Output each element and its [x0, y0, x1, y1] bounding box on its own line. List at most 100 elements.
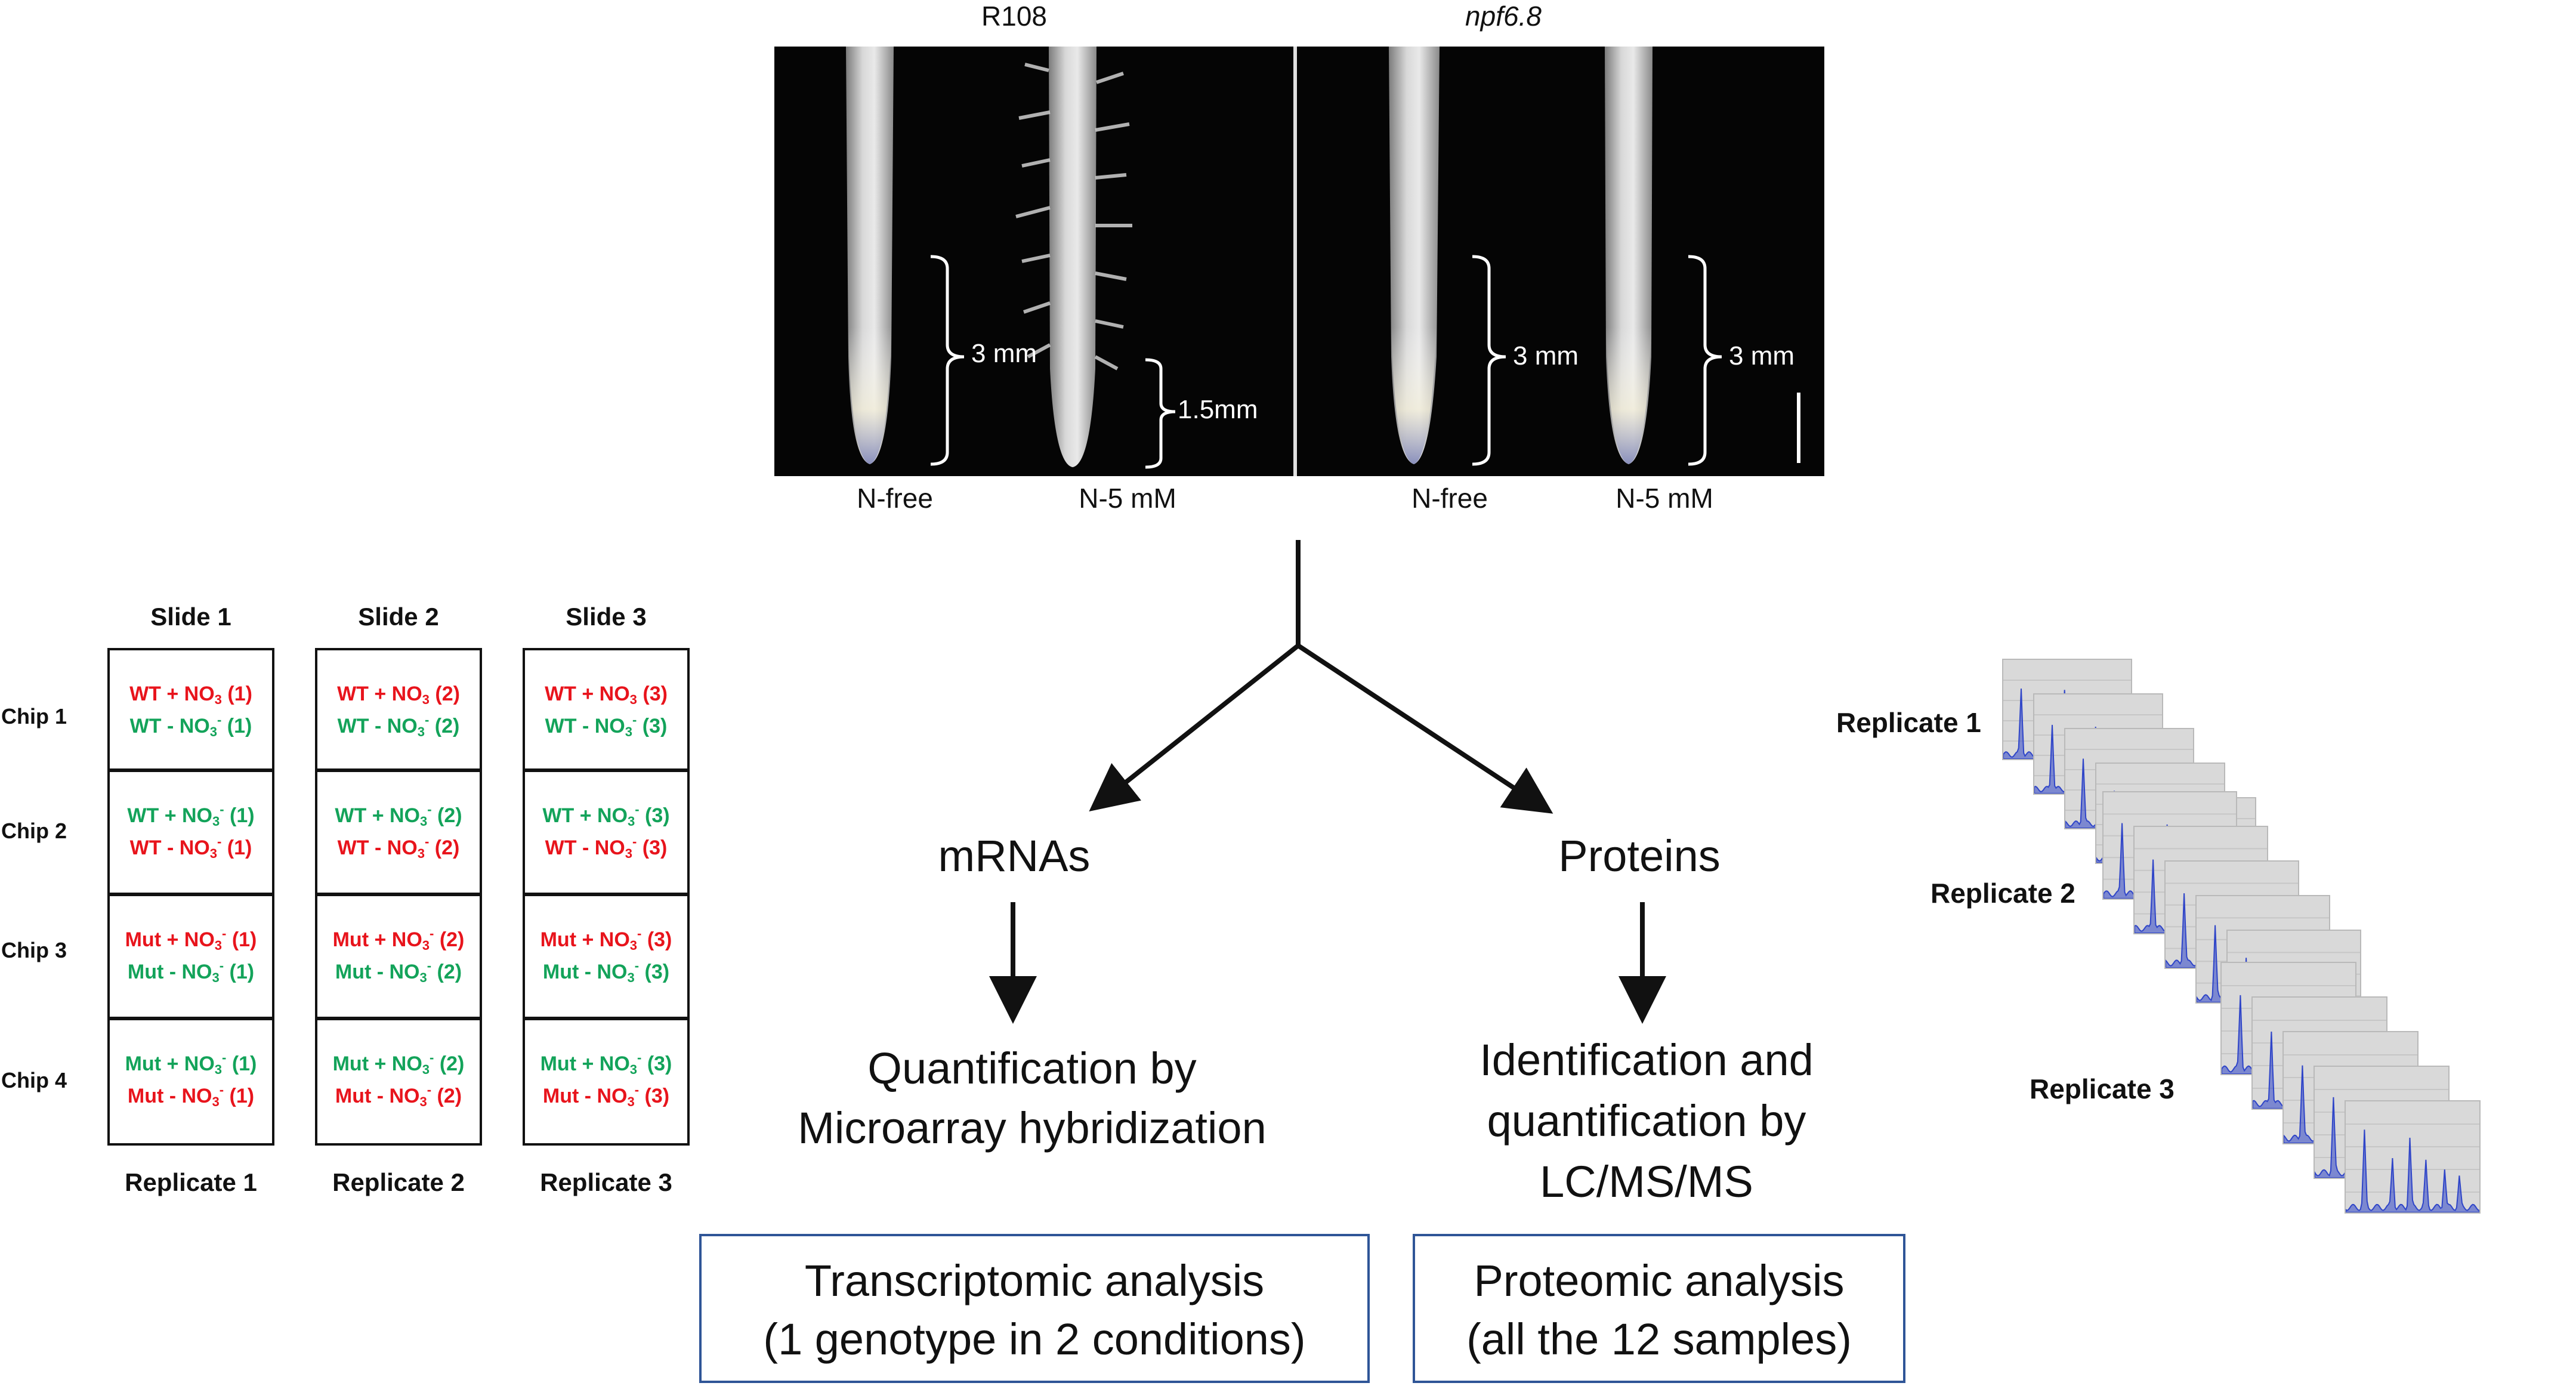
sample-line: Mut - NO3- (1): [127, 958, 255, 985]
sample-replicate: (2): [439, 1052, 465, 1075]
proteomic-line-1: Proteomic analysis: [1474, 1256, 1845, 1305]
sample-prefix: WT - NO: [545, 715, 625, 737]
chip-cell: Mut + NO3- (3)Mut - NO3- (3): [523, 894, 690, 1019]
sample-charge: -: [427, 1082, 432, 1097]
sample-charge: -: [637, 1050, 642, 1065]
lcms-quant-line-3: LC/MS/MS: [1540, 1157, 1753, 1206]
chip-cell: Mut + NO3- (2)Mut - NO3- (2): [315, 894, 482, 1019]
sample-line: WT - NO3- (3): [545, 712, 668, 739]
condition-label-3: N-free: [1411, 483, 1488, 514]
sample-charge: -: [220, 802, 224, 817]
replicate-footer: Replicate 1: [125, 1168, 257, 1196]
sample-charge: -: [424, 834, 430, 849]
sample-line: Mut + NO3- (1): [125, 1050, 257, 1077]
sample-charge: -: [217, 834, 222, 849]
slide-header: Slide 1: [150, 603, 231, 631]
sample-charge: -: [222, 1050, 227, 1065]
chip-cell: Mut + NO3- (1) Mut - NO3- (1): [107, 894, 274, 1019]
sample-replicate: (1): [229, 1085, 255, 1107]
sample-prefix: WT - NO: [337, 837, 418, 859]
sample-line: Mut + NO3- (1): [125, 926, 257, 953]
sample-prefix: WT - NO: [129, 837, 210, 859]
ms-spectrum-card: [2345, 1100, 2482, 1214]
sample-replicate: (2): [434, 837, 460, 859]
chip-label: Chip 4: [1, 1068, 67, 1092]
scale-label-4: 3 mm: [1729, 341, 1794, 371]
genotype-label-r108: R108: [981, 1, 1047, 32]
sample-replicate: (1): [230, 804, 255, 827]
replicate-footer: Replicate 2: [332, 1168, 465, 1196]
sample-line: Mut + NO3- (2): [332, 1050, 465, 1077]
sample-line: Mut - NO3- (2): [335, 1082, 462, 1109]
sample-prefix: Mut + NO: [540, 1052, 630, 1075]
sample-charge: -: [219, 1082, 224, 1097]
sample-line: Mut - NO3- (2): [335, 958, 462, 985]
sample-charge: -: [637, 926, 642, 941]
sample-replicate: (2): [437, 1085, 462, 1107]
sample-prefix: Mut + NO: [332, 928, 422, 951]
sample-replicate: (1): [229, 961, 255, 983]
lcms-quant-line-2: quantification by: [1487, 1096, 1806, 1146]
sample-line: WT + NO3- (3): [542, 802, 670, 829]
sample-replicate: (2): [434, 715, 460, 737]
sample-line: Mut - NO3- (3): [542, 958, 670, 985]
sample-line: WT - NO3- (1): [129, 834, 252, 861]
sample-line: WT - NO3- (2): [337, 834, 460, 861]
transcriptomic-line-2: (1 genotype in 2 conditions): [763, 1314, 1306, 1364]
slide-header: Slide 2: [358, 603, 439, 631]
condition-label-1: N-free: [857, 483, 933, 514]
proteomic-line-2: (all the 12 samples): [1466, 1314, 1852, 1364]
sample-charge: -: [217, 712, 222, 727]
sample-line: WT - NO3- (1): [129, 712, 252, 739]
chip-cell: WT + NO3- (3)WT - NO3- (3): [523, 770, 690, 895]
sample-replicate: (3): [643, 683, 668, 705]
replicate-footer: Replicate 3: [540, 1168, 672, 1196]
sample-replicate: (3): [647, 1052, 672, 1075]
sample-replicate: (2): [437, 804, 462, 827]
lcms-quant-line-1: Identification and: [1479, 1035, 1814, 1085]
transcriptomic-analysis-box: Transcriptomic analysis (1 genotype in 2…: [699, 1234, 1370, 1383]
sample-prefix: WT - NO: [129, 715, 210, 737]
sample-replicate: (3): [647, 928, 672, 951]
condition-label-4: N-5 mM: [1616, 483, 1713, 514]
sample-prefix: WT - NO: [545, 837, 625, 859]
sample-line: Mut - NO3- (3): [542, 1082, 670, 1109]
sample-line: WT + NO3- (1): [127, 802, 255, 829]
sample-prefix: Mut + NO: [125, 928, 215, 951]
sample-replicate: (1): [227, 715, 252, 737]
sample-replicate: (1): [231, 1052, 257, 1075]
chip-label: Chip 3: [1, 938, 67, 962]
sample-prefix: Mut + NO: [125, 1052, 215, 1075]
sample-prefix: Mut - NO: [335, 1085, 420, 1107]
sample-line: WT + NO3 (3): [545, 683, 668, 707]
sample-line: Mut + NO3- (3): [540, 1050, 672, 1077]
sample-charge: -: [430, 926, 434, 941]
sample-replicate: (3): [645, 804, 670, 827]
chip-label: Chip 1: [1, 704, 67, 729]
sample-replicate: (3): [642, 715, 668, 737]
scale-label-2: 1.5mm: [1178, 395, 1258, 424]
scale-label-3: 3 mm: [1513, 341, 1579, 371]
sample-prefix: Mut - NO: [335, 961, 420, 983]
sample-charge: -: [634, 958, 640, 973]
sample-line: Mut - NO3- (1): [127, 1082, 255, 1109]
chip-cell: WT + NO3 (1) WT - NO3- (1): [107, 648, 274, 771]
ms-replicate-label: Replicate 3: [2030, 1073, 2175, 1104]
sample-prefix: WT + NO: [545, 683, 630, 705]
sample-replicate: (2): [435, 683, 460, 705]
sample-line: WT + NO3 (1): [129, 683, 252, 707]
ms-spectrum-plot: [2345, 1123, 2482, 1213]
sample-prefix: Mut - NO: [542, 961, 628, 983]
sample-prefix: WT + NO: [335, 804, 420, 827]
sample-replicate: (2): [437, 961, 462, 983]
chip-cell: Mut + NO3- (3) Mut - NO3- (3): [523, 1018, 690, 1146]
sample-charge: -: [427, 802, 432, 817]
sample-replicate: (3): [644, 1085, 670, 1107]
sample-prefix: WT + NO: [127, 804, 212, 827]
microarray-quant-line-2: Microarray hybridization: [798, 1103, 1267, 1153]
slide-header: Slide 3: [566, 603, 647, 631]
proteomic-analysis-box: Proteomic analysis (all the 12 samples): [1413, 1234, 1905, 1383]
proteins-label: Proteins: [1558, 831, 1721, 881]
microarray-design: Slide 1 Slide 2 Slide 3 Chip 1 Chip 2 Ch…: [0, 0, 692, 1253]
microarray-quant-line-1: Quantification by: [867, 1044, 1197, 1093]
